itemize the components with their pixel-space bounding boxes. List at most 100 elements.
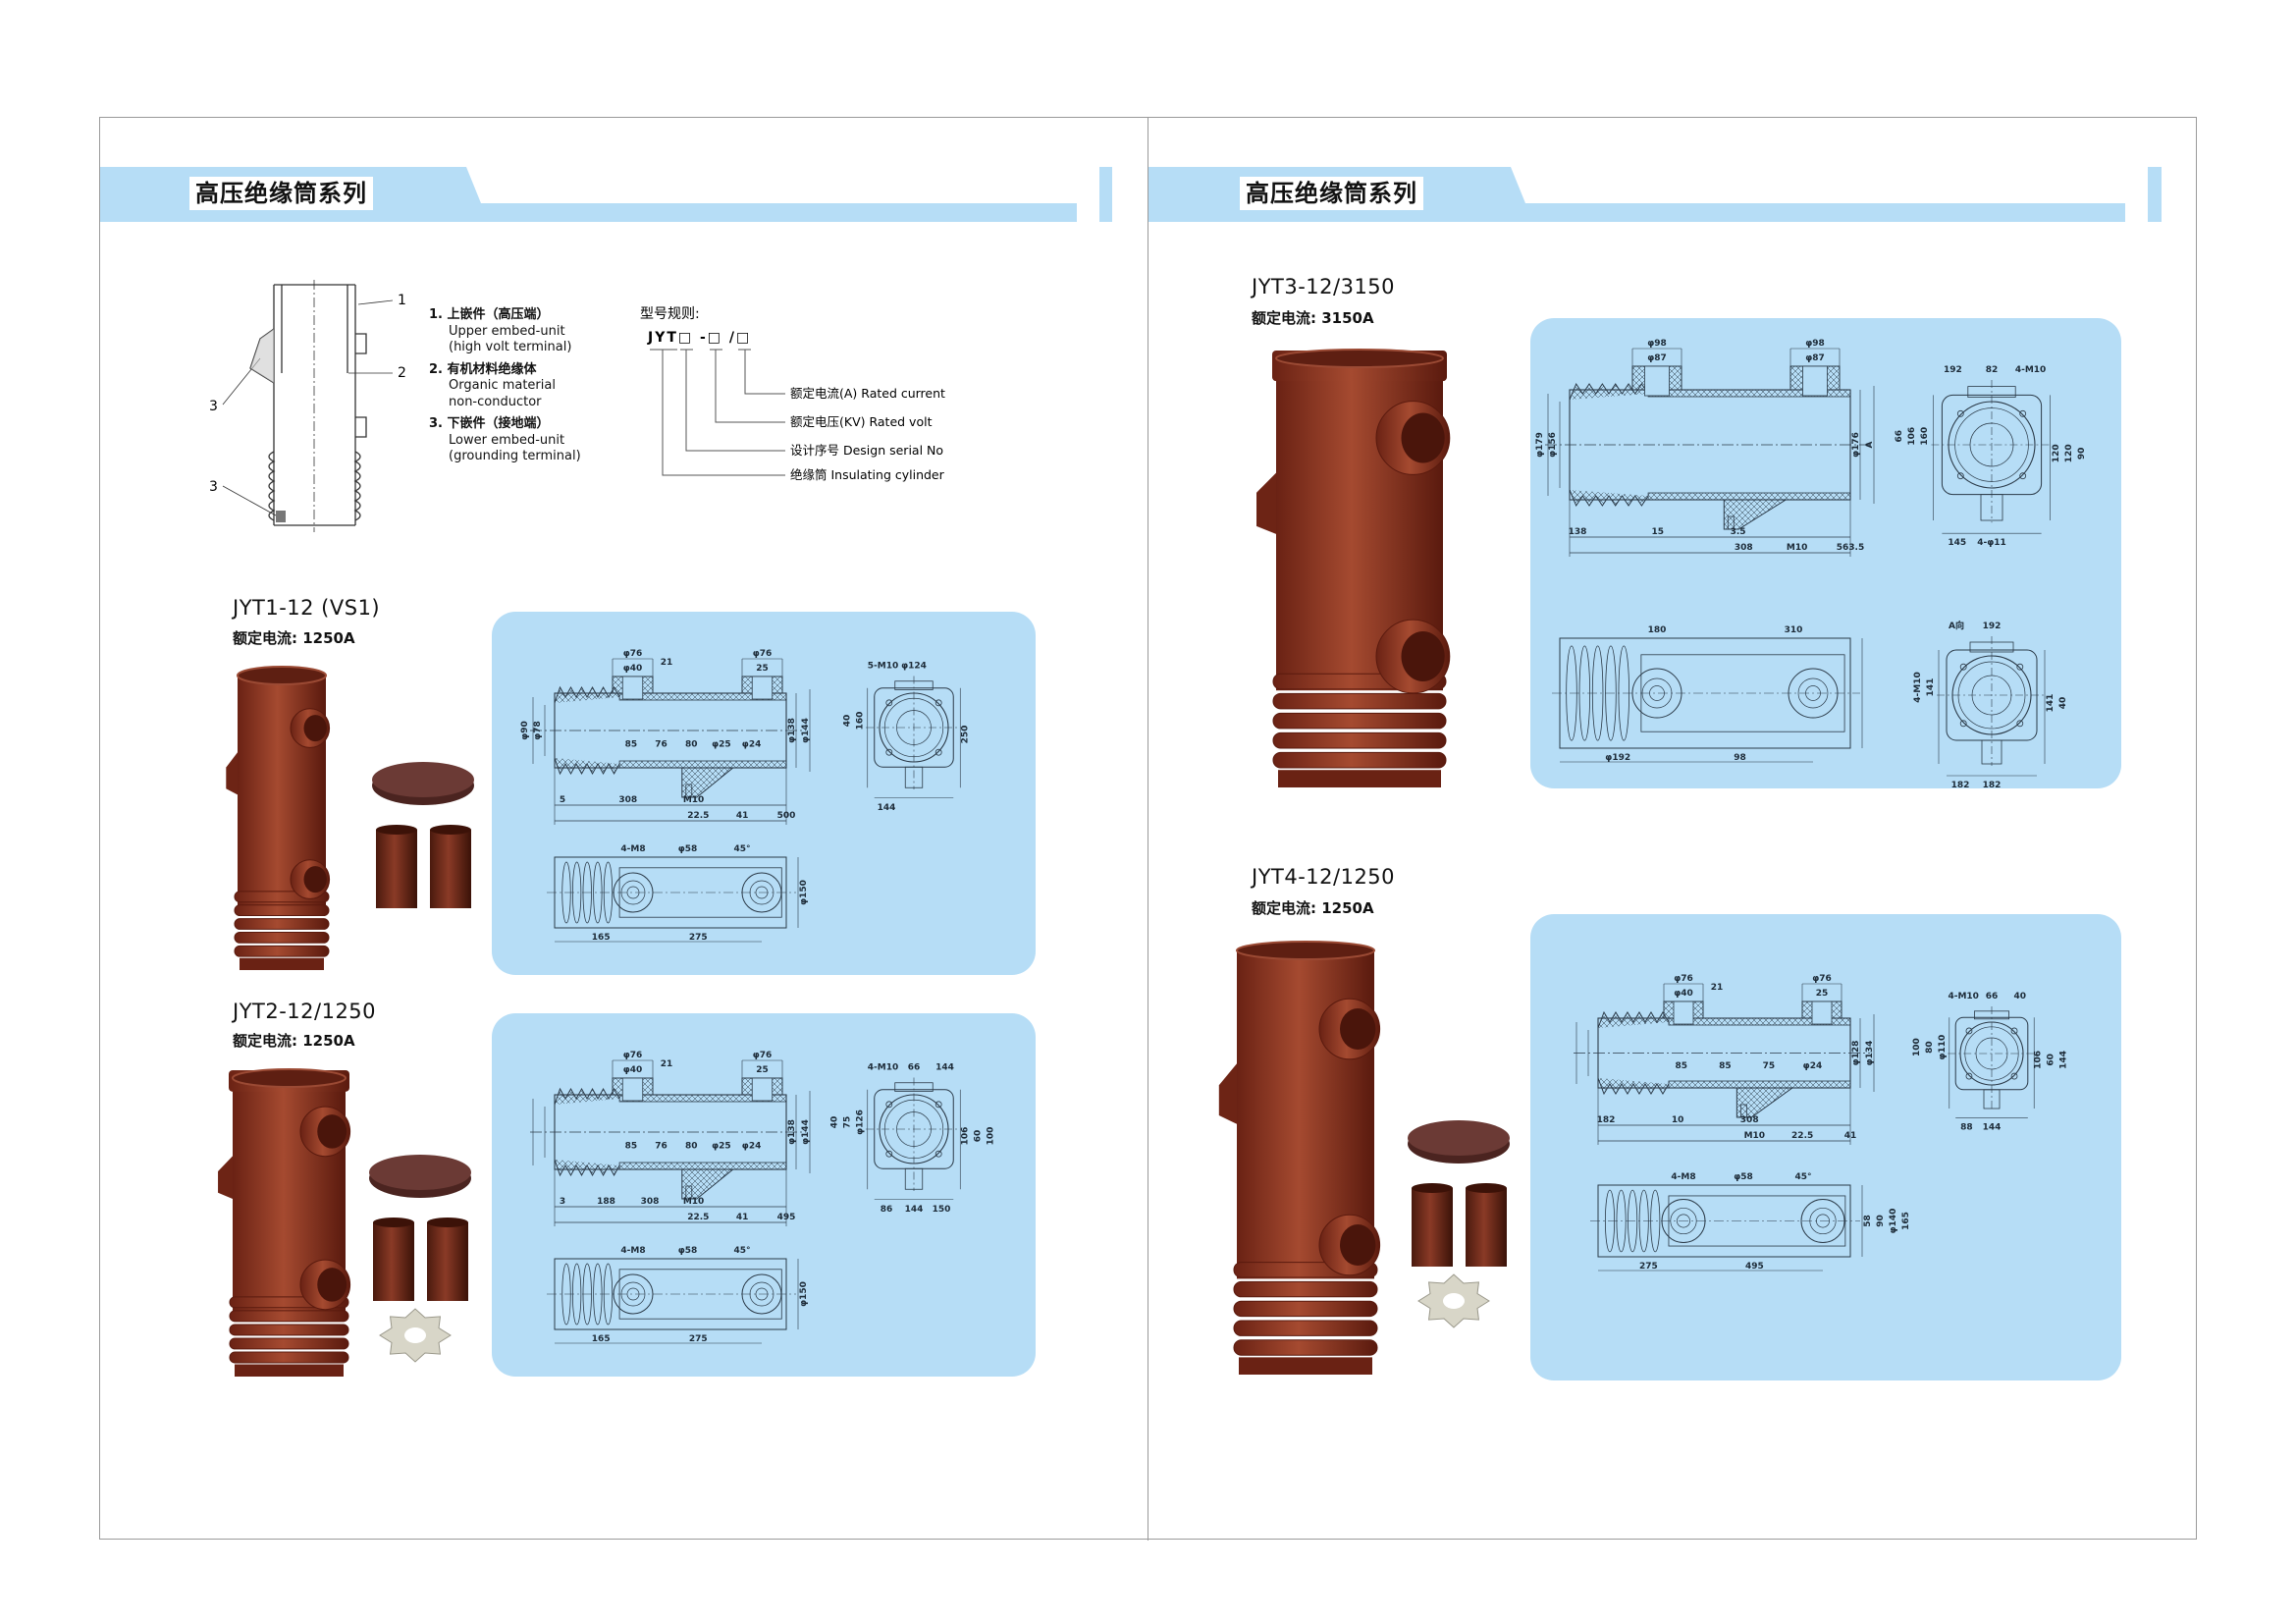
dimension-label: φ126 xyxy=(856,1110,866,1135)
dimension-label: 3.5 xyxy=(1731,527,1746,537)
dimension-label: φ156 xyxy=(1548,432,1558,458)
dimension-label: 100 xyxy=(986,1127,995,1146)
dimension-label: 180 xyxy=(1648,625,1667,635)
legend-3-en-b: (grounding terminal) xyxy=(449,449,581,463)
sleeve-top-2 xyxy=(430,825,471,835)
rule-design-serial: 设计序号 Design serial No xyxy=(790,443,943,458)
port-bore-2 xyxy=(1802,365,1828,397)
dimension-label: 66 xyxy=(1986,992,1999,1001)
dimension-label: 182 xyxy=(1597,1115,1616,1125)
dimension-label: φ179 xyxy=(1535,432,1545,458)
dimension-label: 144 xyxy=(935,1063,954,1073)
side-port-opening-1 xyxy=(1401,412,1445,463)
dimension-label: φ150 xyxy=(799,880,809,905)
bolt-hole xyxy=(2010,1027,2018,1035)
structure-diagram: 1 2 3 3 xyxy=(209,280,406,532)
dimension-label: M10 xyxy=(1787,543,1807,553)
m10-thread xyxy=(685,784,693,798)
top-opening xyxy=(232,1068,347,1088)
sleeve-top-1 xyxy=(1412,1183,1453,1193)
dimension-label: φ87 xyxy=(1805,353,1825,363)
lower-bellows xyxy=(1597,1077,1670,1096)
bellows-rib xyxy=(1233,1320,1378,1336)
dimension-label: φ76 xyxy=(623,649,643,659)
dimension-label: φ25 xyxy=(712,740,731,750)
mounting-fin xyxy=(1256,472,1276,534)
dimension-label: 10 xyxy=(1672,1115,1684,1125)
sleeve-1 xyxy=(1412,1188,1453,1267)
dimension-label: M10 xyxy=(683,1197,704,1207)
dimension-label: 75 xyxy=(1763,1061,1776,1071)
bellows-rib xyxy=(1272,751,1447,769)
dimension-label: φ24 xyxy=(1803,1061,1823,1071)
jyt1-product-photo xyxy=(226,666,474,970)
dimension-label: 4-M10 xyxy=(868,1063,898,1073)
dimension-label: M10 xyxy=(1744,1131,1765,1141)
dimension-label: 60 xyxy=(2047,1054,2056,1066)
dimension-label: 4-M10 xyxy=(2015,365,2046,375)
bellows-rib xyxy=(234,932,330,944)
legend-2-en-a: Organic material xyxy=(449,378,556,393)
port-bore-1 xyxy=(1673,1001,1694,1025)
dimension-label: 500 xyxy=(777,811,796,821)
legend-3-zh: 3. 下嵌件（接地端） xyxy=(429,416,550,431)
dimension-label: 82 xyxy=(1986,365,1999,375)
bellows-rib xyxy=(229,1337,349,1350)
dimension-label: φ76 xyxy=(753,649,773,659)
callout-1: 1 xyxy=(398,293,406,308)
dimension-label: 308 xyxy=(618,795,637,805)
dimension-label: 188 xyxy=(597,1197,615,1207)
dimension-label: 80 xyxy=(685,1142,698,1152)
dimension-label: 76 xyxy=(655,740,667,750)
side-port-opening-2 xyxy=(317,1268,347,1302)
bellows-rib xyxy=(1272,692,1447,710)
rule-rated-volt: 额定电压(KV) Rated volt xyxy=(790,414,933,429)
callout-2: 2 xyxy=(398,365,406,381)
dimension-label: φ76 xyxy=(623,1051,643,1060)
sleeve-2 xyxy=(427,1222,468,1301)
dimension-label: 182 xyxy=(1951,781,1970,790)
dimension-label: 144 xyxy=(2059,1051,2069,1069)
parts-legend: 1. 上嵌件（高压端） Upper embed-unit (high volt … xyxy=(429,307,581,465)
dimension-label: 86 xyxy=(881,1205,893,1215)
bolt-hole xyxy=(1965,1072,1973,1080)
dimension-label: 41 xyxy=(736,811,749,821)
dimension-label: 120 xyxy=(2052,444,2061,462)
dimension-label: 88 xyxy=(1960,1123,1973,1133)
dimension-label: 80 xyxy=(1925,1041,1935,1054)
mounting-boss xyxy=(1723,499,1788,530)
dimension-label: 310 xyxy=(1785,625,1803,635)
legend-1-en-a: Upper embed-unit xyxy=(449,323,565,339)
dimension-label: 41 xyxy=(1844,1131,1857,1141)
side-port-opening-1 xyxy=(1340,1008,1376,1050)
upper-bellows xyxy=(554,685,620,704)
bolt-hole xyxy=(1956,409,1964,417)
bellows-rib xyxy=(1233,1339,1378,1356)
dimension-label: 21 xyxy=(1711,983,1724,993)
lower-wall xyxy=(618,760,787,769)
bolt-hole xyxy=(885,1150,893,1158)
dimension-label: φ144 xyxy=(801,1119,811,1145)
jyt1-rated: 额定电流: 1250A xyxy=(233,629,355,647)
insulating-cylinder xyxy=(218,1068,351,1377)
dimension-label: φ124 xyxy=(901,662,927,672)
dimension-label: 165 xyxy=(1901,1212,1911,1230)
dimension-label: 25 xyxy=(1816,989,1829,999)
bolt-hole xyxy=(885,699,893,707)
sleeve-top-2 xyxy=(427,1218,468,1227)
dimension-label: φ40 xyxy=(623,1065,643,1075)
side-port-opening-1 xyxy=(317,1114,347,1149)
dimension-label: 150 xyxy=(933,1205,951,1215)
bolt-hole xyxy=(934,699,942,707)
lower-bellows xyxy=(1569,489,1649,508)
lower-wall xyxy=(1647,492,1851,501)
